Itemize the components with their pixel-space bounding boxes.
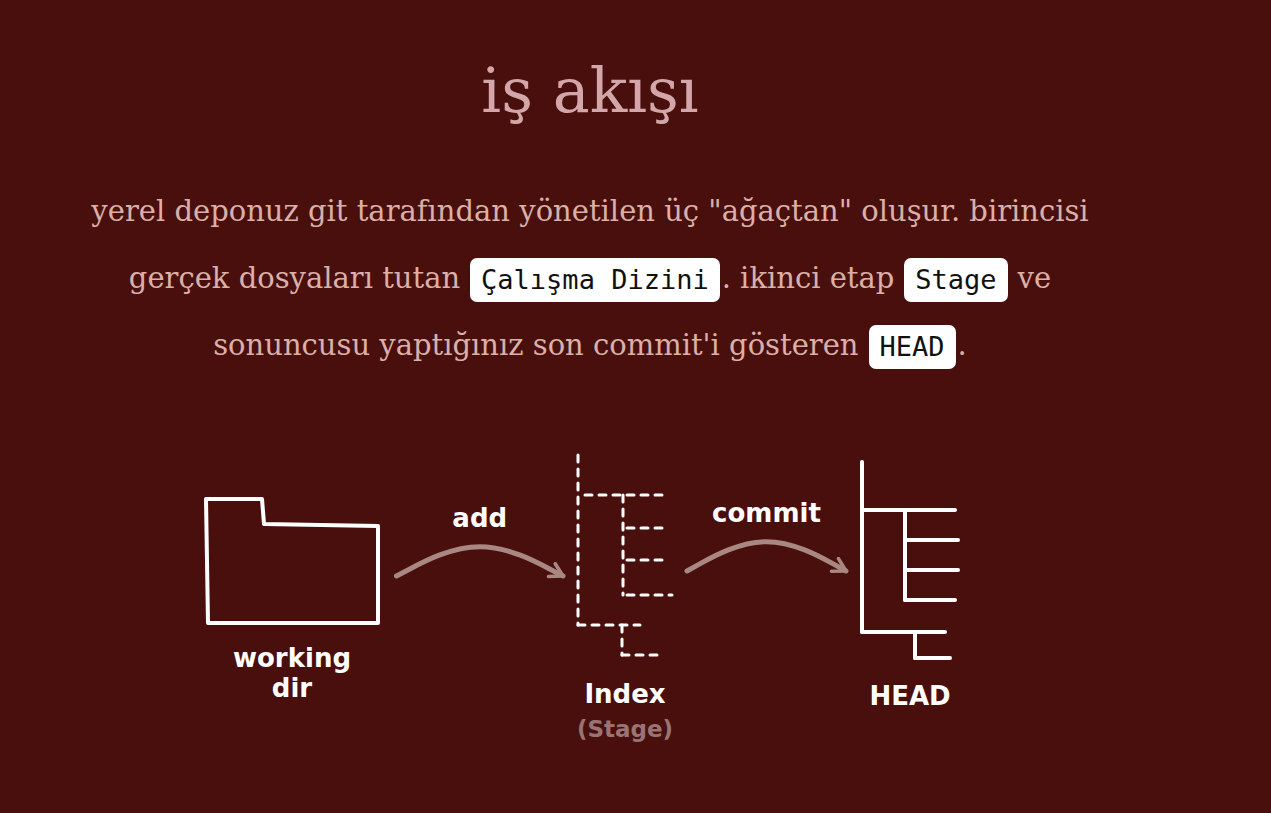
code-text: HEAD xyxy=(880,331,945,362)
code-chip: Çalışma Dizini xyxy=(470,258,720,301)
working-dir-node: working dir xyxy=(200,494,385,704)
tree-icon xyxy=(858,458,962,664)
tree-branch xyxy=(621,625,624,655)
tree-branch xyxy=(862,508,955,512)
tree-branch xyxy=(905,598,955,602)
tree-branch xyxy=(627,559,668,562)
intro-paragraph: yerel deponuz git tarafından yönetilen ü… xyxy=(60,178,1120,379)
body-text: . ikinci etap xyxy=(722,261,895,295)
tree-branch xyxy=(913,632,917,658)
tree-branch xyxy=(627,594,672,597)
edge-label: add xyxy=(448,503,511,534)
page-title: iş akışı xyxy=(290,54,890,128)
tree-branch xyxy=(905,568,958,572)
tree-branch xyxy=(627,527,668,530)
node-label: Index xyxy=(584,680,665,710)
code-chip: Stage xyxy=(904,258,1007,301)
tree-branch xyxy=(905,538,958,542)
tree-branch xyxy=(860,462,864,632)
node-sublabel: (Stage) xyxy=(577,716,673,742)
node-label: working dir xyxy=(217,644,367,704)
folder-icon xyxy=(200,494,385,628)
tree-branch xyxy=(622,495,625,595)
flow-arrow xyxy=(687,542,846,571)
code-text: Stage xyxy=(915,264,996,295)
tree-branch xyxy=(915,656,950,660)
tree-branch xyxy=(862,630,945,634)
code-text: Çalışma Dizini xyxy=(481,264,709,295)
tree-branch xyxy=(903,510,907,600)
tree-branch xyxy=(585,494,668,497)
body-text: . xyxy=(958,328,967,362)
tree-branch xyxy=(622,654,658,657)
edge-label: commit xyxy=(708,498,825,529)
code-chip: HEAD xyxy=(869,325,956,368)
flow-arrow xyxy=(397,547,564,576)
tree-branch xyxy=(577,455,580,625)
tree-icon xyxy=(575,452,675,660)
head-node: HEAD xyxy=(858,458,962,712)
tree-branch xyxy=(578,624,640,627)
index-node: Index (Stage) xyxy=(575,452,675,742)
folder-outline xyxy=(206,499,378,623)
node-label: HEAD xyxy=(869,682,950,712)
